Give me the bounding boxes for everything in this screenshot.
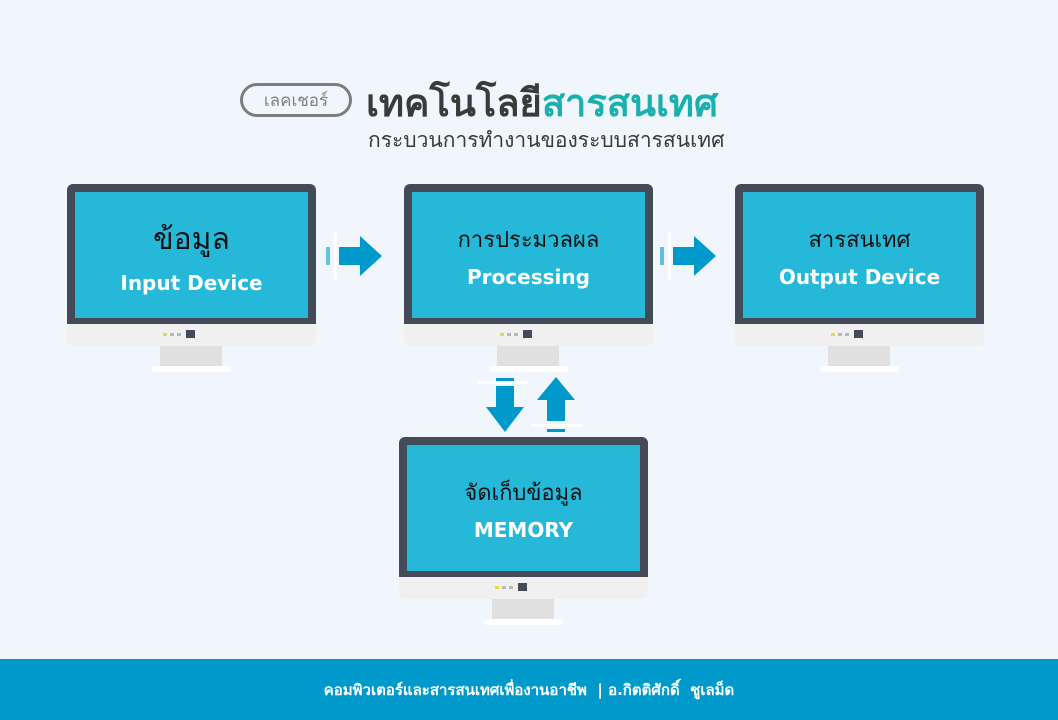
monitor-english-label: Processing xyxy=(467,264,590,289)
arrow-right-icon xyxy=(326,232,382,280)
monitor-thai-label: สารสนเทศ xyxy=(808,227,911,253)
arrow-right-icon xyxy=(660,232,716,280)
page-title: เทคโนโลยีสารสนเทศ xyxy=(366,72,718,133)
title-main: เทคโนโลยี xyxy=(366,81,542,125)
arrow-up-icon xyxy=(532,377,582,432)
monitor-english-label: MEMORY xyxy=(473,517,574,542)
monitor-processing: การประมวลผล Processing xyxy=(404,184,653,374)
monitor-output: สารสนเทศ Output Device xyxy=(735,184,984,374)
monitor-english-label: Output Device xyxy=(778,264,941,289)
monitor-thai-label: ข้อมูล xyxy=(153,221,230,257)
arrow-down-icon xyxy=(478,378,528,432)
monitor-english-label: Input Device xyxy=(120,270,263,295)
footer-text: คอมพิวเตอร์และสารสนเทศเพื่องานอาชีพ | อ.… xyxy=(323,680,735,699)
footer: คอมพิวเตอร์และสารสนเทศเพื่องานอาชีพ | อ.… xyxy=(0,659,1058,720)
monitor-input: ข้อมูล Input Device xyxy=(67,184,316,374)
monitor-thai-label: การประมวลผล xyxy=(457,227,600,253)
monitor-memory: จัดเก็บข้อมูล MEMORY xyxy=(399,437,648,627)
lecture-badge: เลคเชอร์ xyxy=(240,83,352,117)
title-accent: สารสนเทศ xyxy=(541,81,719,125)
monitor-thai-label: จัดเก็บข้อมูล xyxy=(464,480,583,506)
page-subtitle: กระบวนการทำงานของระบบสารสนเทศ xyxy=(368,128,725,152)
